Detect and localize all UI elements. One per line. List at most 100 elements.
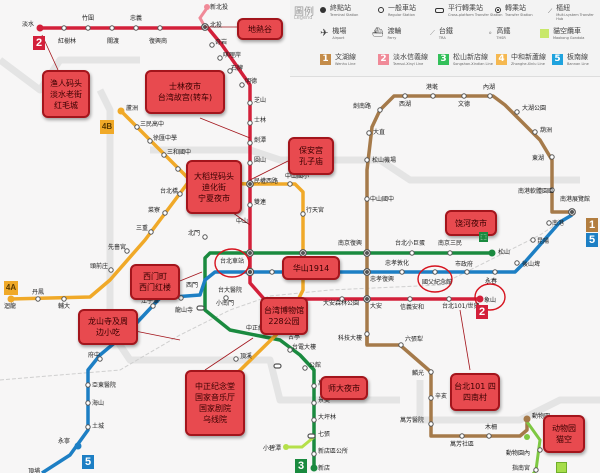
- wenhu-line-south: [365, 335, 529, 438]
- svg-text:竹圍: 竹圍: [82, 14, 94, 22]
- svg-text:新店區公所: 新店區公所: [318, 447, 348, 455]
- svg-text:象山: 象山: [484, 296, 496, 304]
- line-badge-2-tamsui: 2: [33, 36, 45, 50]
- svg-text:麟光: 麟光: [412, 369, 424, 377]
- svg-text:三和國中: 三和國中: [167, 148, 191, 156]
- svg-text:南港展覽館: 南港展覽館: [560, 195, 590, 203]
- svg-text:忠孝復興: 忠孝復興: [370, 275, 394, 283]
- svg-text:內湖: 內湖: [483, 83, 495, 91]
- svg-text:松山: 松山: [498, 248, 510, 256]
- callout-huashan[interactable]: 华山1914: [282, 256, 340, 280]
- svg-text:西湖: 西湖: [399, 100, 411, 108]
- callout-yuanshan[interactable]: 保安宫 孔子庙: [288, 137, 334, 175]
- songshan-line: [203, 251, 492, 468]
- callout-beitou[interactable]: 地熱谷: [237, 18, 283, 40]
- svg-text:頂埔: 頂埔: [28, 467, 40, 473]
- svg-text:小南門: 小南門: [216, 299, 234, 307]
- svg-text:文德: 文德: [458, 100, 470, 108]
- svg-text:圓山: 圓山: [254, 156, 266, 164]
- svg-text:永春: 永春: [485, 277, 497, 285]
- transfer-station-icon: [495, 7, 501, 13]
- svg-text:忠孝敦化: 忠孝敦化: [385, 259, 409, 267]
- svg-text:七張: 七張: [318, 430, 330, 438]
- gondola-icon: [540, 28, 549, 38]
- callout-museum[interactable]: 台湾博物馆 228公园: [260, 297, 308, 335]
- line-1-badge: 1: [320, 53, 331, 65]
- svg-text:忠義: 忠義: [130, 14, 142, 22]
- svg-text:公館: 公館: [309, 361, 321, 369]
- svg-text:市政府: 市政府: [455, 260, 473, 268]
- svg-text:府中: 府中: [88, 351, 100, 359]
- regular-station-icon: [378, 7, 384, 13]
- svg-text:三民高中: 三民高中: [140, 120, 164, 128]
- svg-text:海山: 海山: [92, 399, 104, 407]
- callout-shilin[interactable]: 士林夜市 台湾故宫(转车): [145, 70, 225, 114]
- svg-text:國父紀念館: 國父紀念館: [422, 278, 452, 286]
- line-4-badge: 4: [496, 53, 507, 65]
- svg-text:松山機場: 松山機場: [372, 156, 396, 164]
- line-badge-2-xiangshan: 2: [476, 305, 488, 319]
- transfer-station-markers[interactable]: [196, 23, 576, 439]
- callout-shida[interactable]: 师大夜市: [320, 376, 368, 400]
- thsr-icon: ∘: [488, 29, 493, 37]
- callout-longshan[interactable]: 龙山寺及周 边小吃: [78, 309, 138, 345]
- svg-text:動物園內: 動物園內: [506, 449, 530, 457]
- svg-text:復興崗: 復興崗: [149, 37, 167, 45]
- svg-text:龍山寺: 龍山寺: [175, 306, 193, 314]
- callout-tamsui[interactable]: 渔人码头 淡水老街 红毛城: [42, 70, 90, 118]
- svg-text:土城: 土城: [92, 422, 104, 430]
- svg-text:西門: 西門: [186, 282, 198, 289]
- terminal-station-icon: [320, 7, 326, 13]
- svg-text:劍南路: 劍南路: [353, 102, 371, 110]
- hand-drawn-circles: [214, 248, 506, 311]
- callout-taipei101[interactable]: 台北101 四 四南村: [450, 373, 500, 411]
- svg-text:蘆洲: 蘆洲: [126, 104, 138, 112]
- svg-text:葫洲: 葫洲: [540, 126, 552, 134]
- svg-text:南港軟體園區: 南港軟體園區: [518, 187, 554, 195]
- svg-text:科技大樓: 科技大樓: [338, 334, 362, 342]
- svg-text:台北橋: 台北橋: [160, 187, 178, 195]
- station-markers[interactable]: [35, 25, 555, 473]
- station-labels: 淡水 紅樹林 竹圍 關渡 忠義 復興崗 新北投 北投 奇岩 唭哩岸 石牌 明德 …: [4, 3, 590, 473]
- svg-text:南京三民: 南京三民: [438, 239, 462, 247]
- callout-cks-memorial[interactable]: 中正纪念堂 国家音乐厅 国家剧院 乌线院: [185, 370, 245, 436]
- svg-text:三重: 三重: [136, 224, 148, 232]
- svg-text:港墘: 港墘: [426, 83, 438, 91]
- callout-daqiaotou[interactable]: 大稻埕码头 迪化街 宁夏夜市: [186, 160, 242, 214]
- legend-title: 圖例: [294, 7, 314, 18]
- svg-text:紅樹林: 紅樹林: [58, 37, 76, 45]
- line-3-badge: 3: [438, 53, 449, 65]
- svg-text:木柵: 木柵: [485, 423, 497, 431]
- svg-text:大湖公園: 大湖公園: [522, 104, 546, 112]
- svg-text:石牌: 石牌: [231, 64, 243, 72]
- cross-platform-icon: [435, 7, 444, 13]
- svg-text:雙連: 雙連: [254, 198, 266, 206]
- callout-raohe[interactable]: 饶河夜市: [445, 210, 497, 236]
- svg-text:芝山: 芝山: [254, 96, 266, 104]
- line-2-badge: 2: [378, 53, 389, 65]
- svg-text:萬芳醫院: 萬芳醫院: [400, 416, 424, 424]
- callout-ximen[interactable]: 西门町 西门红楼: [130, 264, 180, 300]
- svg-text:古亭: 古亭: [288, 333, 300, 341]
- airport-icon: ✈: [320, 27, 329, 39]
- svg-text:六張犁: 六張犁: [405, 335, 423, 343]
- callout-zoo[interactable]: 动物园 猫空: [543, 415, 585, 453]
- svg-text:劍潭: 劍潭: [254, 136, 266, 144]
- svg-text:徐匯中學: 徐匯中學: [153, 134, 177, 142]
- svg-text:大坪林: 大坪林: [318, 413, 336, 421]
- svg-text:迴龍: 迴龍: [4, 302, 16, 310]
- svg-text:景美: 景美: [318, 396, 330, 404]
- wenhu-line: [365, 94, 572, 345]
